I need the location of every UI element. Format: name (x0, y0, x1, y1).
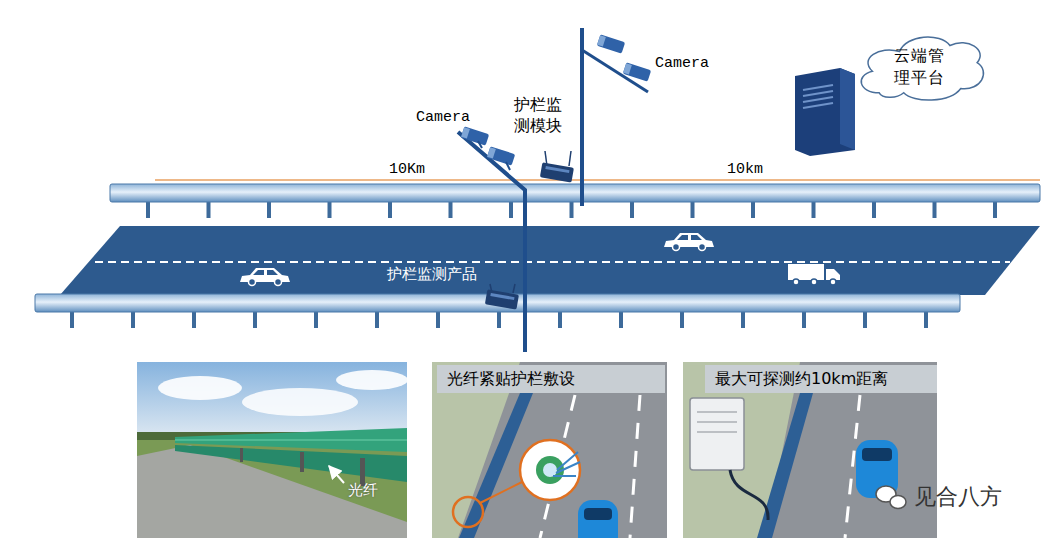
product-label: 护栏监测产品 (387, 266, 477, 283)
camera-icon (597, 34, 625, 53)
leader-arrow (329, 466, 344, 483)
camera-icon (623, 62, 651, 81)
watermark: 见合八方 (914, 484, 1002, 509)
camera-label: Camera (416, 109, 470, 126)
monitor-module-icon (540, 151, 574, 183)
guardrail-beam (110, 184, 1040, 202)
fiber-install-illustration (432, 362, 667, 538)
monitor-product-icon (485, 284, 519, 310)
detection-range-illustration (683, 362, 937, 538)
vehicles (240, 233, 840, 286)
cloud-shape (852, 24, 988, 110)
guardrail-posts (146, 200, 997, 218)
guardrail-posts (70, 310, 928, 328)
caption-band: 最大可探测约10km距离 (705, 365, 937, 393)
distance-label: 10km (727, 161, 763, 178)
caption-band: 光纤紧贴护栏敷设 (437, 365, 665, 393)
module-label: 护栏监测模块 (514, 95, 564, 137)
lane-line (95, 261, 1010, 263)
cloud-text: 云端管理平台 (894, 45, 945, 88)
camera-label: Camera (655, 55, 709, 72)
fiber-line (155, 179, 1040, 181)
camera-pole (580, 28, 584, 206)
wechat-icon (876, 486, 906, 509)
server-icon (795, 68, 855, 156)
camera-icon (487, 146, 515, 170)
cloud-node: 云端管理平台 (852, 24, 988, 110)
road (60, 226, 1040, 295)
band-text: 最大可探测约10km距离 (715, 369, 888, 388)
guardrail-photo (137, 362, 407, 538)
fiber-label: 光纤 (348, 482, 378, 499)
distance-label: 10Km (389, 161, 425, 178)
band-text: 光纤紧贴护栏敷设 (447, 369, 575, 388)
camera-pole (458, 132, 525, 352)
camera-icon (461, 126, 489, 148)
